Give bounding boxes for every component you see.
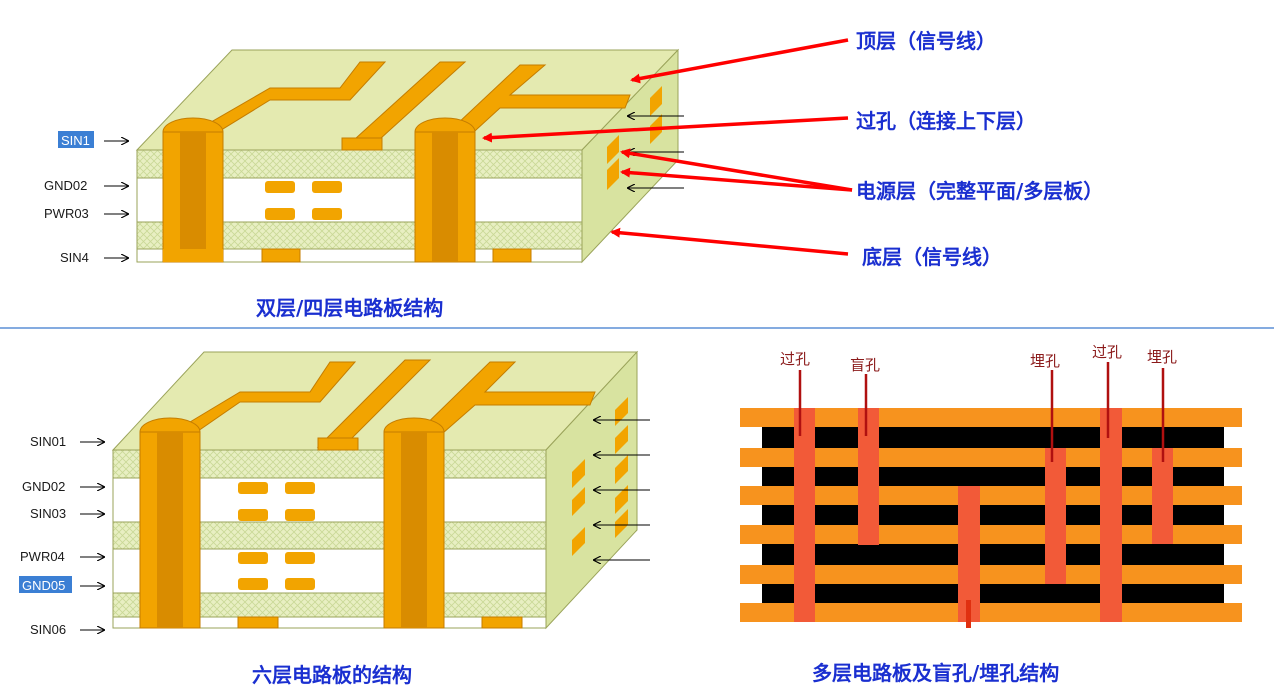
six-layer-labels: SIN01 GND02 SIN03 PWR04 GND05 SIN06: [19, 434, 104, 637]
through-via-left: [794, 408, 815, 622]
side-pad: [607, 135, 619, 164]
callout-power-layer: 电源层（完整平面/多层板）: [856, 179, 1103, 203]
front-pad-bottom: [481, 616, 523, 629]
side-pad: [650, 86, 662, 116]
layer-label-sin06: SIN06: [30, 622, 66, 637]
arrow-via: [482, 116, 849, 143]
side-pad: [615, 509, 628, 538]
four-layer-labels: SIN1 GND02 PWR03 SIN4: [44, 131, 128, 265]
via-barrel-left: [162, 117, 224, 263]
four-layer-board: [135, 48, 684, 264]
inner-pad: [238, 509, 268, 521]
copper-layer: [740, 565, 1242, 584]
arrow-top-layer: [630, 38, 849, 84]
layer-label-sin4: SIN4: [60, 250, 89, 265]
layer-label-sin01: SIN01: [30, 434, 66, 449]
via-label-through-right: 过孔: [1092, 343, 1122, 361]
layer-label-sin1: SIN1: [61, 133, 90, 148]
caption-multilayer: 多层电路板及盲孔/埋孔结构: [812, 661, 1059, 685]
top-trace-1: [158, 361, 357, 441]
arrow-bottom-layer: [610, 227, 849, 256]
via-label-blind: 盲孔: [850, 356, 880, 374]
arrow-power-2: [620, 167, 853, 192]
front-pad-top-left: [341, 137, 383, 151]
side-pad: [572, 527, 585, 556]
front-pad-bottom-2: [261, 248, 301, 263]
front-pad-bottom-1: [163, 249, 223, 262]
callout-via: 过孔（连接上下层）: [856, 109, 1036, 133]
via-barrel-left: [139, 417, 201, 629]
copper-layer: [740, 408, 1242, 427]
top-trace-3: [408, 361, 596, 441]
inner-pad: [265, 181, 295, 193]
buried-via-center: [958, 486, 980, 622]
via-label-through-left: 过孔: [780, 350, 810, 368]
inner-pad: [285, 509, 315, 521]
six-layer-board: [111, 350, 650, 630]
front-pad-bottom-3: [492, 248, 532, 263]
layer-label-pwr03: PWR03: [44, 206, 89, 221]
buried-via-center-stub: [966, 600, 971, 628]
layer-label-gnd02: GND02: [22, 479, 65, 494]
caption-six-layer: 六层电路板的结构: [252, 663, 412, 687]
via-barrel-right: [414, 117, 476, 263]
inner-pad: [312, 208, 342, 220]
inner-pad: [238, 578, 268, 590]
buried-via-left: [1045, 448, 1066, 584]
side-pad: [572, 487, 585, 516]
label-highlight: [58, 131, 94, 148]
inner-pad: [285, 482, 315, 494]
layer-label-gnd02: GND02: [44, 178, 87, 193]
front-pad-top: [317, 437, 359, 451]
side-pad: [607, 158, 619, 190]
arrow-power-1: [620, 148, 853, 192]
side-pad: [615, 397, 628, 426]
layer-label-sin03: SIN03: [30, 506, 66, 521]
caption-four-layer: 双层/四层电路板结构: [256, 296, 443, 320]
inner-pad: [238, 482, 268, 494]
inner-pad: [285, 578, 315, 590]
top-trace-1: [178, 61, 387, 141]
multilayer-stackup: [740, 362, 1242, 628]
inner-pad: [285, 552, 315, 564]
side-pad: [615, 425, 628, 454]
inner-pad: [238, 552, 268, 564]
side-pad: [615, 485, 628, 514]
layer-label-gnd05: GND05: [22, 578, 65, 593]
blind-via: [858, 408, 879, 545]
through-via-right: [1100, 408, 1122, 622]
side-pad: [615, 455, 628, 484]
label-highlight: [19, 576, 72, 593]
layer-label-pwr04: PWR04: [20, 549, 65, 564]
front-pad-bottom: [237, 616, 279, 629]
copper-layer: [740, 603, 1242, 622]
callout-arrows: [482, 38, 853, 256]
via-label-buried-right: 埋孔: [1147, 348, 1177, 366]
inner-pad: [265, 208, 295, 220]
callout-top-layer: 顶层（信号线）: [856, 29, 996, 53]
top-trace-3: [438, 64, 631, 141]
inner-pad: [312, 181, 342, 193]
via-label-buried-left: 埋孔: [1030, 352, 1060, 370]
callout-bottom-layer: 底层（信号线）: [862, 245, 1002, 269]
buried-via-right: [1152, 448, 1173, 544]
via-barrel-right: [383, 417, 445, 629]
side-pad: [572, 459, 585, 488]
